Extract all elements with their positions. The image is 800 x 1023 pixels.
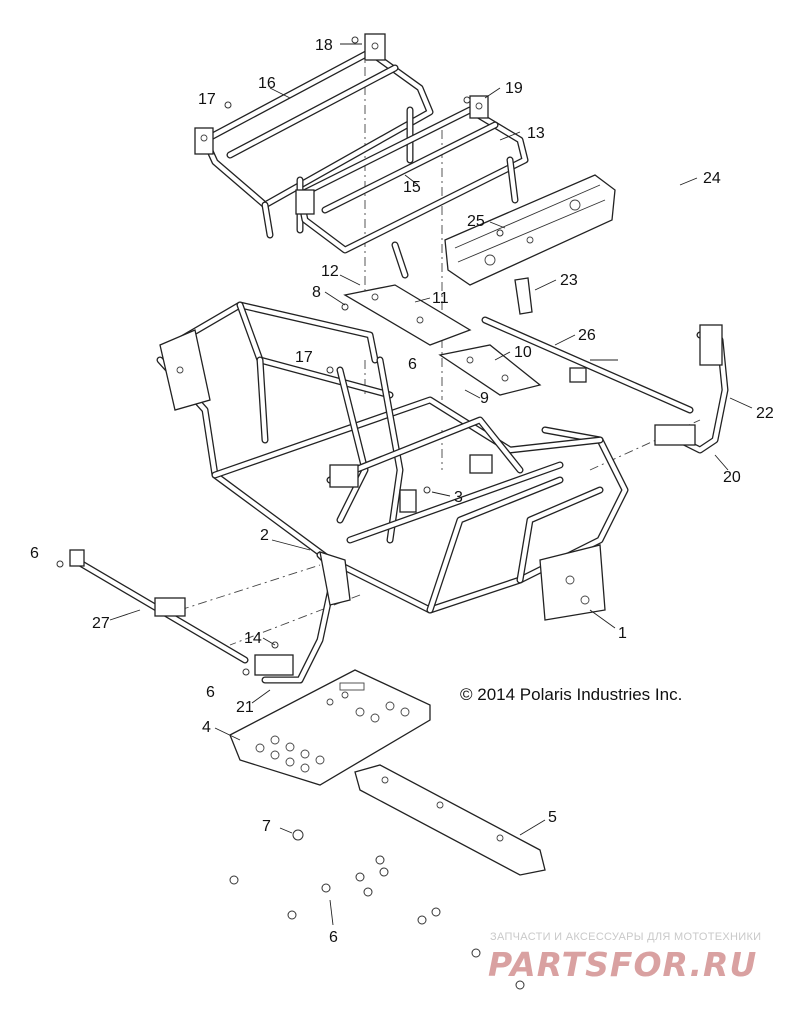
- callout-leaders: [109, 43, 729, 836]
- part-4-skid-plate: [229, 669, 431, 786]
- callout-6-mid: 6: [206, 684, 215, 701]
- callout-21: 21: [236, 699, 254, 716]
- callout-4: 4: [202, 719, 211, 736]
- copyright-notice: © 2014 Polaris Industries Inc.: [460, 685, 682, 704]
- callout-3: 3: [454, 489, 463, 506]
- callout-19: 19: [505, 80, 523, 97]
- part-26-rear-bar: [481, 316, 694, 414]
- watermark-tagline: ЗАПЧАСТИ И АКСЕССУАРЫ ДЛЯ МОТОТЕХНИКИ: [490, 931, 761, 943]
- part-11-floor-rail: [343, 284, 472, 346]
- callout-17: 17: [198, 91, 216, 108]
- callouts: 18 16 17 19 13 15 24 25 23 12 8 11 26 17…: [30, 37, 774, 946]
- watermark: ЗАПЧАСТИ И АКСЕССУАРЫ ДЛЯ МОТОТЕХНИКИ PA…: [488, 931, 761, 984]
- callout-23: 23: [560, 272, 578, 289]
- callout-17-lower: 17: [295, 349, 313, 366]
- hardware-fasteners: [56, 36, 753, 990]
- part-10-floor-rail: [438, 344, 542, 396]
- callout-1: 1: [618, 625, 627, 642]
- callout-6-left: 6: [30, 545, 39, 562]
- callout-13: 13: [527, 125, 545, 142]
- watermark-logo: PARTSFOR.RU: [488, 945, 757, 984]
- part-5-bottom-panel: [354, 764, 546, 876]
- part-1-main-frame: [156, 301, 629, 621]
- part-27-left-bar: [69, 549, 249, 664]
- callout-26: 26: [578, 327, 596, 344]
- callout-2: 2: [260, 527, 269, 544]
- part-24-cross-member: [444, 174, 616, 286]
- callout-10: 10: [514, 344, 532, 361]
- part-23-bracket: [514, 277, 533, 315]
- callout-25: 25: [467, 213, 485, 230]
- callout-22: 22: [756, 405, 774, 422]
- callout-24: 24: [703, 170, 721, 187]
- callout-8: 8: [312, 284, 321, 301]
- part-20-rear-support: [654, 324, 729, 454]
- callout-18: 18: [315, 37, 333, 54]
- callout-15: 15: [403, 179, 421, 196]
- callout-27: 27: [92, 615, 110, 632]
- callout-11: 11: [432, 290, 449, 307]
- callout-7: 7: [262, 818, 271, 835]
- part-13-seat-frame: [295, 95, 529, 279]
- part-21-front-support: [254, 551, 351, 684]
- callout-6-upper: 6: [408, 356, 417, 373]
- callout-14: 14: [244, 630, 262, 647]
- callout-9: 9: [480, 390, 489, 407]
- callout-6-bottom: 6: [329, 929, 338, 946]
- callout-16: 16: [258, 75, 276, 92]
- callout-12: 12: [321, 263, 339, 280]
- callout-5: 5: [548, 809, 557, 826]
- callout-20: 20: [723, 469, 741, 486]
